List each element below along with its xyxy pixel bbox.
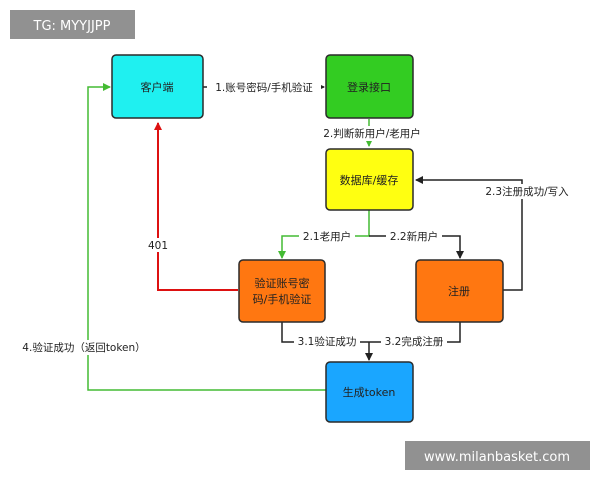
watermark-top: TG: MYYJJPP	[10, 10, 135, 39]
node-database: 数据库/缓存	[325, 148, 414, 211]
node-client-label: 客户端	[141, 80, 174, 94]
edge-label-2-1: 2.1老用户	[303, 230, 351, 243]
watermark-bottom-text: www.milanbasket.com	[424, 450, 570, 465]
edge-register-to-database	[415, 176, 523, 291]
node-verify-label-line2: 码/手机验证	[253, 292, 312, 306]
edge-label-2-3: 2.3注册成功/写入	[485, 185, 569, 198]
node-client: 客户端	[111, 54, 204, 119]
node-login-label: 登录接口	[347, 80, 391, 94]
node-register: 注册	[415, 259, 504, 323]
edge-label-bg	[315, 126, 427, 141]
node-login: 登录接口	[325, 54, 414, 119]
edge-label-bg	[386, 229, 442, 244]
edge-label-bg	[481, 184, 573, 199]
edge-label-bg	[294, 334, 360, 349]
node-verify: 验证账号密 码/手机验证	[238, 259, 326, 323]
node-register-label: 注册	[448, 284, 470, 298]
node-token: 生成token	[325, 361, 414, 423]
edge-label-bg	[207, 79, 321, 95]
edge-label-bg	[16, 340, 152, 355]
edge-label-2: 2.判断新用户/老用户	[323, 127, 421, 140]
edge-label-bg	[299, 229, 355, 244]
edge-label-4: 4.验证成功（返回token）	[22, 341, 145, 354]
edge-label-3-1: 3.1验证成功	[298, 335, 357, 348]
edge-label-401: 401	[148, 240, 168, 252]
node-token-label: 生成token	[343, 385, 396, 399]
edge-label-2-2: 2.2新用户	[390, 230, 438, 243]
edge-label-1: 1.账号密码/手机验证	[215, 81, 313, 94]
edge-label-bg	[381, 334, 447, 349]
watermark-top-text: TG: MYYJJPP	[33, 19, 111, 34]
edge-label-3-2: 3.2完成注册	[385, 335, 444, 348]
node-verify-label-line1: 验证账号密	[255, 276, 310, 290]
edge-token-to-client	[87, 83, 326, 391]
edge-label-bg	[143, 238, 173, 252]
node-database-label: 数据库/缓存	[340, 173, 399, 187]
edge-verify-to-client	[154, 122, 238, 291]
watermark-bottom: www.milanbasket.com	[405, 441, 590, 470]
